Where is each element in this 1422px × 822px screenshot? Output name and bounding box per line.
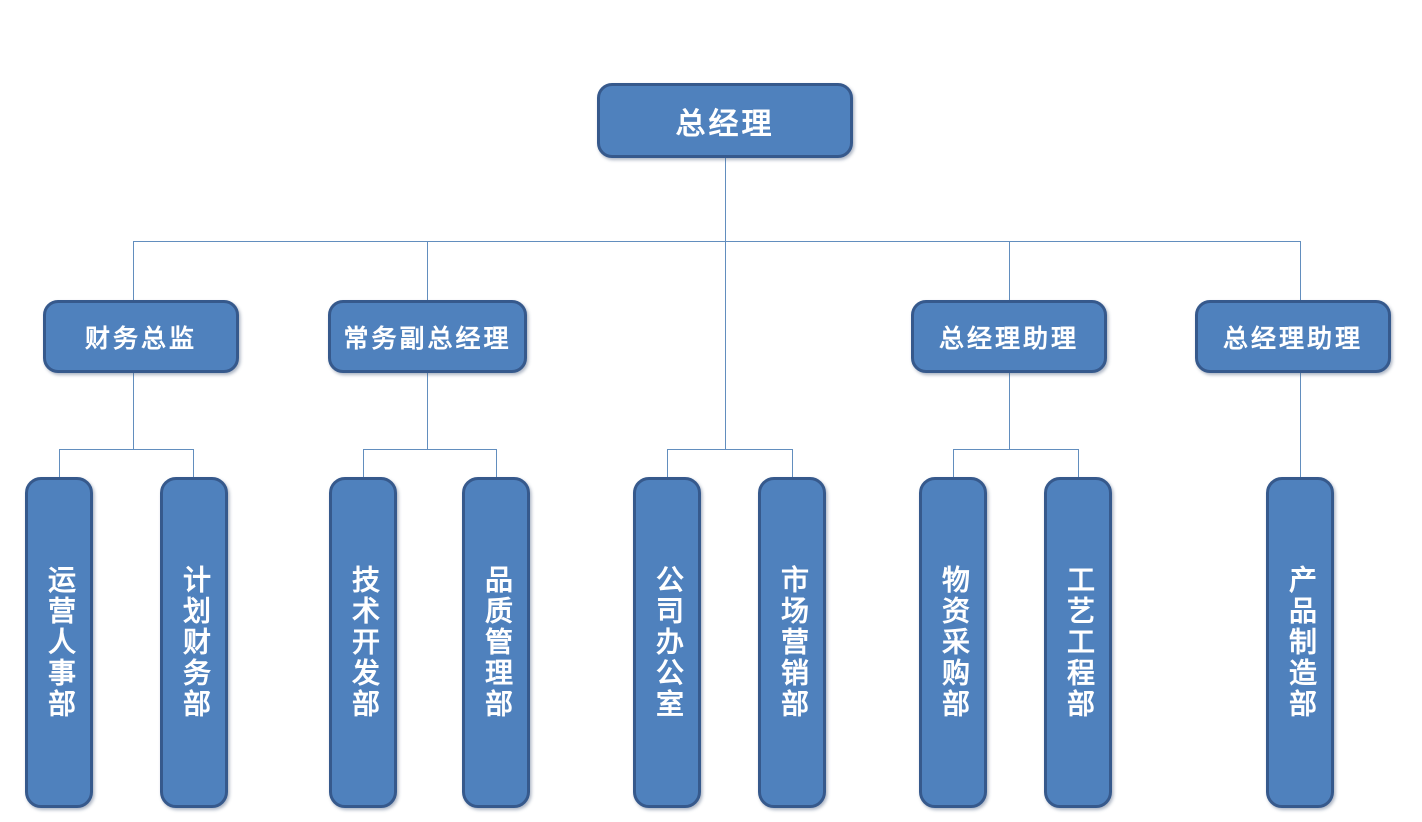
node-deputy-general-manager: 常务副总经理 (328, 300, 527, 373)
connector-line (953, 449, 954, 477)
connector-line (59, 449, 194, 450)
connector-line (133, 241, 1301, 242)
connector-line (1300, 373, 1301, 477)
connector-line (427, 241, 428, 300)
connector-line (1078, 449, 1079, 477)
node-dept-planning-finance: 计划财务部 (160, 477, 228, 808)
connector-line (496, 449, 497, 477)
connector-line (667, 449, 793, 450)
connector-line (363, 449, 364, 477)
node-dept-company-office: 公司办公室 (633, 477, 701, 808)
node-gm-assistant-1: 总经理助理 (911, 300, 1107, 373)
connector-line (1300, 241, 1301, 300)
node-dept-process-engineering: 工艺工程部 (1044, 477, 1112, 808)
connector-line (427, 373, 428, 449)
node-dept-quality-management: 品质管理部 (462, 477, 530, 808)
connector-line (193, 449, 194, 477)
connector-line (792, 449, 793, 477)
connector-line (953, 449, 1079, 450)
connector-line (1009, 241, 1010, 300)
node-dept-tech-development: 技术开发部 (329, 477, 397, 808)
connector-line (667, 449, 668, 477)
node-dept-marketing: 市场营销部 (758, 477, 826, 808)
node-dept-operations-hr: 运营人事部 (25, 477, 93, 808)
node-dept-procurement: 物资采购部 (919, 477, 987, 808)
connector-line (1009, 373, 1010, 449)
node-general-manager: 总经理 (597, 83, 853, 158)
node-gm-assistant-2: 总经理助理 (1195, 300, 1391, 373)
connector-line (59, 449, 60, 477)
node-dept-product-manufacturing: 产品制造部 (1266, 477, 1334, 808)
connector-line (363, 449, 497, 450)
node-finance-director: 财务总监 (43, 300, 239, 373)
connector-line (133, 373, 134, 449)
connector-line (133, 241, 134, 300)
connector-line (725, 158, 726, 449)
